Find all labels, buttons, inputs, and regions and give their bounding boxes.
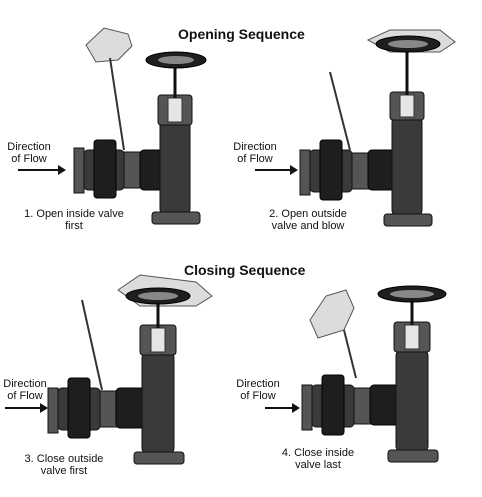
panel-3-graphic [5, 274, 213, 465]
hand-icon [309, 289, 355, 339]
direction-of-flow-label: Direction of Flow [7, 141, 51, 165]
step-1-label: 1. Open inside valve first [24, 208, 124, 232]
panel-1-graphic [18, 27, 207, 225]
direction-of-flow-label: Direction of Flow [3, 378, 47, 402]
direction-of-flow-label: Direction of Flow [236, 378, 280, 402]
step-4-label: 4. Close inside valve last [281, 447, 355, 471]
panel-4-graphic [265, 285, 447, 463]
hand-icon [85, 27, 133, 63]
opening-sequence-heading: Opening Sequence [178, 26, 305, 42]
panel-2-graphic [255, 29, 456, 227]
closing-sequence-heading: Closing Sequence [184, 262, 306, 278]
step-3-label: 3. Close outside valve first [24, 453, 104, 477]
direction-of-flow-label: Direction of Flow [233, 141, 277, 165]
step-2-label: 2. Open outside valve and blow [269, 208, 347, 232]
